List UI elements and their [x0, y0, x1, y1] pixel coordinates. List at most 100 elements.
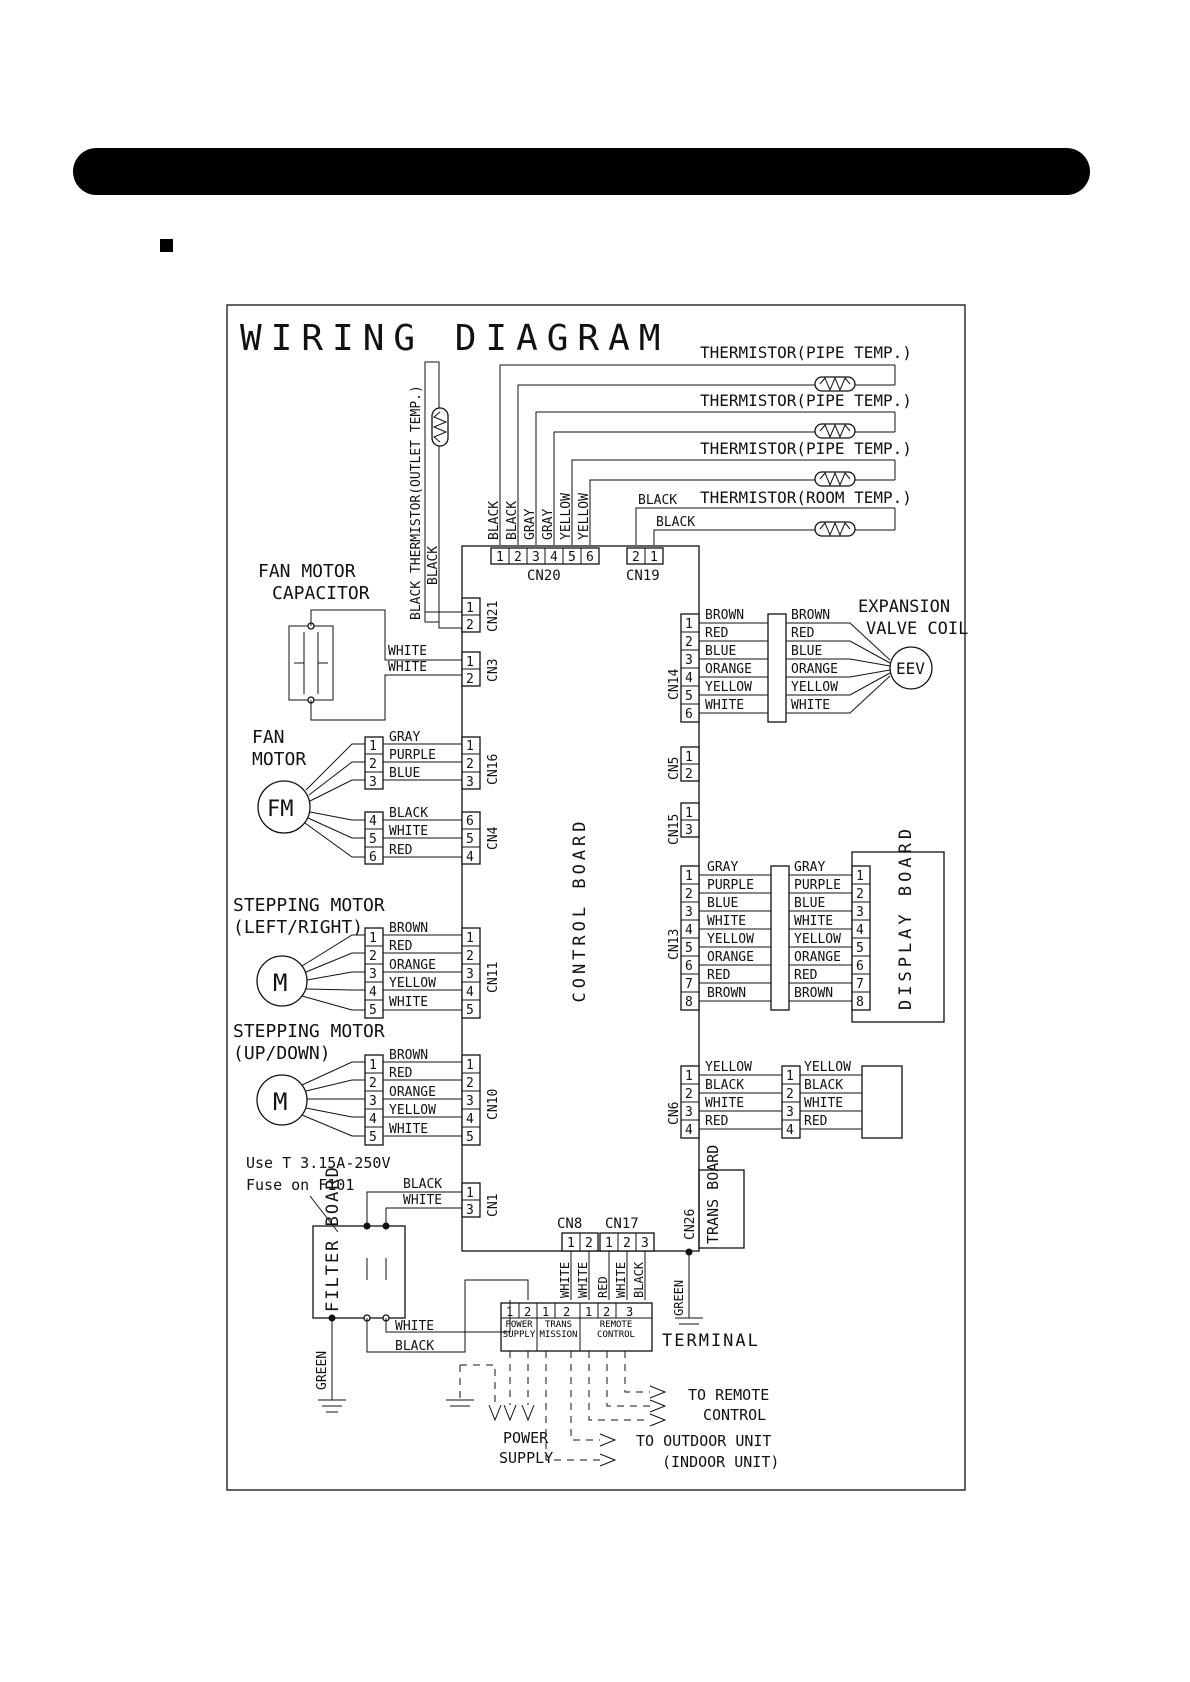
wire-label: BLACK — [632, 1261, 646, 1298]
svg-text:5: 5 — [466, 1003, 474, 1018]
svg-text:1: 1 — [466, 601, 474, 616]
fan-motor-label: MOTOR — [252, 749, 306, 770]
svg-text:1: 1 — [466, 1186, 474, 1201]
svg-text:7: 7 — [856, 977, 864, 992]
wire-label: BLUE — [794, 896, 825, 911]
wire-label: BLACK — [395, 1339, 434, 1354]
wire-label: BLACK — [804, 1078, 843, 1093]
svg-text:3: 3 — [685, 1105, 693, 1120]
expansion-valve-label: EXPANSION — [858, 597, 950, 617]
diagram-title: WIRING DIAGRAM — [240, 318, 669, 359]
svg-text:6: 6 — [685, 707, 693, 722]
svg-text:1: 1 — [369, 931, 377, 946]
wire-label: ORANGE — [705, 662, 752, 677]
svg-text:CN14: CN14 — [667, 669, 682, 700]
svg-text:2: 2 — [514, 550, 522, 565]
output-label: CONTROL — [703, 1406, 766, 1424]
wire-label: ORANGE — [794, 950, 841, 965]
svg-text:8: 8 — [685, 995, 693, 1010]
fan-motor-capacitor-label: FAN MOTOR — [258, 561, 356, 582]
svg-text:1: 1 — [466, 1058, 474, 1073]
terminal-section-label: TRANS MISSION — [539, 1320, 578, 1340]
wire-label: WHITE — [388, 644, 427, 659]
diagram-frame — [226, 304, 966, 1491]
svg-text:3: 3 — [369, 967, 377, 982]
wire-label: RED — [389, 1066, 413, 1081]
svg-text:4: 4 — [369, 985, 377, 1000]
terminal-label: TERMINAL — [662, 1331, 760, 1351]
svg-text:2: 2 — [563, 1305, 570, 1319]
svg-text:6: 6 — [856, 959, 864, 974]
wire-label: YELLOW — [389, 1103, 436, 1118]
expansion-valve-label: VALVE COIL — [866, 619, 968, 639]
fuse-note: Use T 3.15A-250V — [246, 1154, 391, 1172]
svg-text:1: 1 — [685, 750, 693, 765]
svg-text:2: 2 — [632, 550, 640, 565]
stepping-lr-wires: 1 2 3 4 5 — [301, 927, 462, 1019]
svg-text:2: 2 — [685, 767, 693, 782]
svg-text:CN20: CN20 — [527, 568, 561, 584]
fuse-note: Fuse on F101 — [246, 1176, 354, 1194]
svg-text:3: 3 — [369, 775, 377, 790]
svg-text:2: 2 — [524, 1305, 531, 1319]
thermistor-symbols — [814, 376, 856, 537]
svg-text:5: 5 — [685, 941, 693, 956]
output-label: TO REMOTE — [688, 1386, 769, 1404]
svg-text:3: 3 — [786, 1105, 794, 1120]
svg-text:CN17: CN17 — [605, 1216, 639, 1232]
svg-text:CN1: CN1 — [486, 1194, 501, 1217]
wire-label: WHITE — [804, 1096, 843, 1111]
svg-text:4: 4 — [685, 671, 693, 686]
control-board-label: CONTROL BOARD — [570, 817, 590, 1002]
svg-text:5: 5 — [369, 1003, 377, 1018]
svg-text:3: 3 — [856, 905, 864, 920]
connector-cn14: 1 2 3 4 5 6 CN14 — [667, 613, 891, 723]
svg-text:2: 2 — [466, 618, 474, 633]
svg-text:1: 1 — [650, 550, 658, 565]
wire-label: ORANGE — [791, 662, 838, 677]
svg-text:2: 2 — [466, 757, 474, 772]
wire-label: BLACK — [426, 546, 441, 585]
display-board: 1 2 3 4 5 6 7 8 DISPLAY BOARD — [851, 825, 945, 1023]
eev-icon — [889, 646, 933, 690]
stepping-motor-icon — [256, 955, 308, 1007]
wire-label: BROWN — [705, 608, 744, 623]
stepping-motor-lr-label: STEPPING MOTOR — [233, 895, 385, 916]
wire-label: BLACK — [505, 501, 520, 540]
connector-cn8: 1 2 CN8 — [557, 1216, 599, 1252]
svg-text:4: 4 — [466, 850, 474, 865]
svg-text:5: 5 — [369, 1130, 377, 1145]
svg-text:4: 4 — [786, 1123, 794, 1138]
svg-text:1: 1 — [685, 1069, 693, 1084]
thermistor-label: THERMISTOR(PIPE TEMP.) — [700, 343, 912, 362]
arrow-icons — [488, 1385, 667, 1467]
wire-label: PURPLE — [707, 878, 754, 893]
svg-text:CN8: CN8 — [557, 1216, 582, 1232]
stepping-motor-symbol: M — [273, 1088, 287, 1116]
svg-text:2: 2 — [685, 635, 693, 650]
fan-motor-capacitor-label: CAPACITOR — [272, 583, 370, 604]
svg-text:3: 3 — [626, 1305, 633, 1319]
wire-label: BLACK — [487, 501, 502, 540]
wire-label: WHITE — [389, 995, 428, 1010]
wire-label: WHITE — [403, 1193, 442, 1208]
svg-text:2: 2 — [623, 1236, 631, 1251]
wire-label: WHITE — [395, 1319, 434, 1334]
wire-label: RED — [791, 626, 815, 641]
wire-label: BLACK — [403, 1177, 442, 1192]
trans-board-label: TRANS BOARD — [704, 1145, 722, 1244]
wire-label: GRAY — [389, 730, 420, 745]
svg-text:CN4: CN4 — [486, 826, 501, 850]
connector-cn4: 6 5 4 CN4 — [461, 811, 501, 865]
wire-label: BLUE — [389, 766, 420, 781]
connector-cn3: 1 2 CN3 — [461, 651, 501, 687]
svg-text:2: 2 — [685, 887, 693, 902]
svg-text:1: 1 — [786, 1069, 794, 1084]
wire-label: GRAY — [523, 509, 538, 540]
svg-text:CN21: CN21 — [486, 601, 501, 632]
svg-text:3: 3 — [466, 1094, 474, 1109]
wire-label: BROWN — [791, 608, 830, 623]
wire-label: WHITE — [705, 698, 744, 713]
output-label: SUPPLY — [499, 1449, 553, 1467]
connector-cn13: 1 2 3 4 5 6 7 8 CN13 — [667, 865, 852, 1011]
